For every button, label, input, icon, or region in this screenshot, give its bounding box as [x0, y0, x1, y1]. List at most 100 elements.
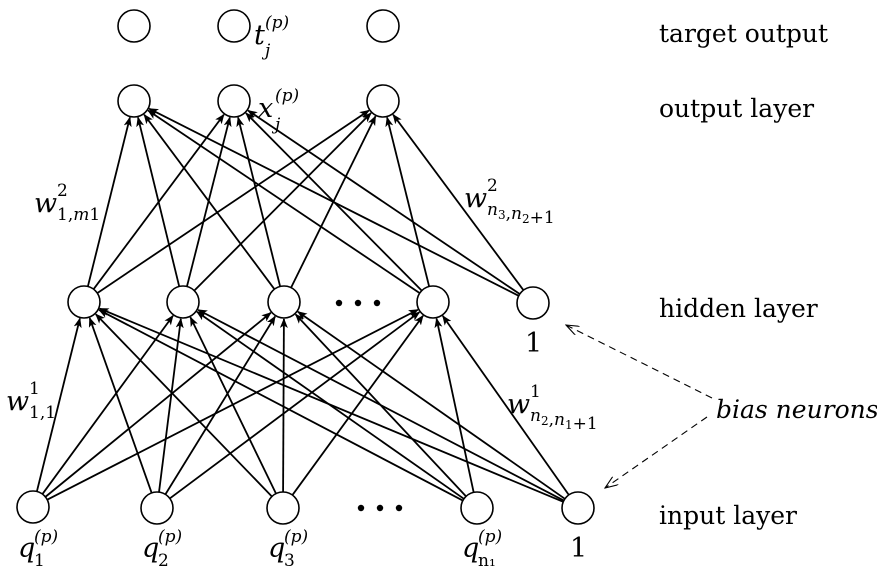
weight-edge-input-hidden — [41, 314, 174, 495]
math-sub: j — [261, 41, 271, 61]
math-sub: n2,n1+1 — [530, 406, 598, 434]
math-sub: 1 — [34, 551, 45, 570]
math-base: w — [6, 386, 29, 417]
hidden-ellipsis — [335, 299, 381, 307]
bias-arrow-hidden — [566, 325, 713, 399]
input-node-labels: q1(p)q2(p)q3(p)qn₁(p) — [18, 527, 502, 570]
weight-edge-input-hidden — [98, 309, 464, 502]
math-base: x — [258, 93, 273, 124]
math-sub: 1,1 — [29, 403, 56, 423]
weight-edge-input-hidden — [35, 317, 82, 492]
weight-edge-input-hidden — [197, 309, 565, 502]
input-ellipsis — [357, 504, 403, 512]
weight-edge-hidden-output — [136, 116, 181, 287]
hidden-layer-label: hidden layer — [659, 294, 818, 323]
weight-edge-hidden-output — [96, 109, 370, 294]
input-bias-neuron — [561, 491, 595, 525]
input-neuron — [460, 491, 494, 525]
ellipsis-dot — [357, 504, 365, 512]
weight-edge-hidden-output — [86, 116, 132, 287]
output-neuron — [117, 84, 151, 118]
weight-edge-input-hidden — [434, 317, 475, 493]
weight-edge-input-hidden — [98, 307, 564, 503]
ellipsis-dot — [376, 504, 384, 512]
hidden-neuron — [416, 285, 450, 319]
output-neuron — [366, 84, 400, 118]
target-neuron — [217, 9, 251, 43]
weight-edge-hidden-output — [147, 109, 421, 294]
input-to-hidden-edges — [35, 307, 570, 503]
math-base: q — [268, 533, 285, 564]
math-sup: 2 — [57, 181, 68, 201]
weight-label-w1-first: w 1 1,1 — [6, 379, 56, 423]
neurons — [16, 9, 595, 525]
ellipsis-dot — [335, 299, 343, 307]
math-sub: 2 — [158, 551, 169, 570]
math-base: w — [507, 389, 530, 420]
math-base: q — [462, 533, 479, 564]
input-neuron — [16, 490, 50, 524]
output-neuron — [217, 84, 251, 118]
input-layer-label: input layer — [659, 501, 797, 530]
weight-edge-input-hidden — [44, 312, 272, 498]
target-neuron — [117, 9, 151, 43]
hidden-bias-neuron — [516, 286, 550, 320]
bias-neurons-label: bias neurons — [716, 395, 877, 424]
weight-label-w2-last: w 2 n3,n2+1 — [464, 176, 555, 228]
weight-edge-hidden-output — [148, 107, 520, 297]
target-node-label: t j (p) — [254, 13, 289, 61]
weight-edge-input-hidden — [291, 314, 424, 496]
weight-edge-input-hidden — [442, 315, 570, 496]
weight-edge-input-hidden — [164, 315, 276, 495]
weight-edge-hidden-output — [143, 113, 276, 290]
math-base: w — [464, 183, 487, 214]
weight-edge-hidden-output — [236, 116, 282, 287]
weight-edge-hidden-output — [392, 113, 525, 291]
ellipsis-dot — [373, 299, 381, 307]
hidden-neuron — [67, 285, 101, 319]
math-sub: 1,m1 — [57, 205, 100, 225]
math-sup: (p) — [158, 527, 182, 547]
math-base: q — [142, 533, 159, 564]
math-sub: 3 — [284, 551, 295, 570]
math-sub: n3,n2+1 — [487, 200, 555, 228]
math-sub: n₁ — [478, 551, 496, 570]
weight-edge-input-hidden — [189, 316, 277, 494]
weight-edge-hidden-output — [247, 109, 521, 295]
weight-edge-hidden-output — [385, 116, 431, 287]
hidden-bias-label: 1 — [525, 328, 542, 359]
math-base: t — [254, 20, 265, 51]
target-output-label: target output — [659, 19, 828, 48]
hidden-to-output-edges — [86, 107, 525, 297]
bias-arrow-input — [605, 416, 708, 488]
weight-edge-input-hidden — [169, 311, 421, 500]
math-sup: 1 — [29, 379, 40, 399]
weight-edge-input-hidden — [158, 317, 184, 493]
weight-label-w2-first: w 2 1,m1 — [34, 181, 100, 225]
math-sup: (p) — [265, 13, 289, 33]
input-neuron — [140, 491, 174, 525]
weight-edge-input-hidden — [297, 311, 566, 500]
weight-edge-input-hidden — [95, 313, 273, 498]
math-sup: 1 — [530, 382, 541, 402]
math-sup: (p) — [284, 527, 308, 547]
weight-edge-input-hidden — [88, 317, 153, 494]
hidden-neuron — [267, 285, 301, 319]
math-sup: 2 — [487, 176, 498, 196]
input-neuron — [266, 491, 300, 525]
input-bias-label: 1 — [570, 533, 587, 564]
ellipsis-dot — [395, 504, 403, 512]
math-sup: (p) — [34, 527, 58, 547]
hidden-neuron — [166, 285, 200, 319]
output-node-label: x j (p) — [258, 86, 299, 135]
weight-edge-input-hidden — [279, 317, 288, 493]
math-sup: (p) — [478, 527, 502, 547]
ellipsis-dot — [354, 299, 362, 307]
math-base: w — [34, 188, 57, 219]
weight-label-w1-last: w 1 n2,n1+1 — [507, 382, 598, 434]
target-neuron — [366, 9, 400, 43]
math-sub: j — [271, 115, 281, 135]
math-sup: (p) — [275, 86, 299, 106]
output-layer-label: output layer — [659, 94, 814, 123]
